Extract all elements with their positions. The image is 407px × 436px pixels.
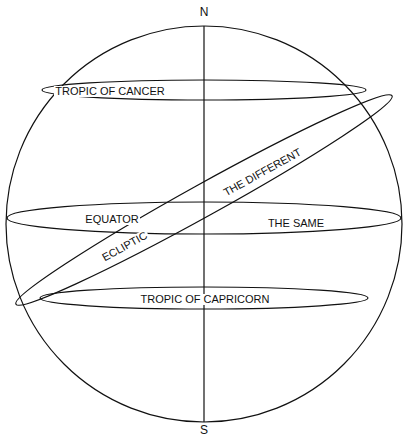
circle-label: EQUATOR xyxy=(84,214,139,225)
tropic-circle xyxy=(42,80,366,100)
circle-label: ECLIPTIC xyxy=(100,229,150,264)
circle-label: TROPIC OF CAPRICORN xyxy=(140,294,271,305)
polar-axis xyxy=(203,26,204,422)
pole-label: N xyxy=(199,6,210,18)
sphere-outline xyxy=(6,26,402,422)
pole-label: S xyxy=(199,424,209,436)
circle-label: TROPIC OF CANCER xyxy=(54,86,165,97)
tropic-circle xyxy=(40,287,368,309)
ecliptic-circle xyxy=(8,82,400,318)
circle-label: THE SAME xyxy=(267,218,325,229)
circle-label: THE DIFFERENT xyxy=(221,146,304,199)
